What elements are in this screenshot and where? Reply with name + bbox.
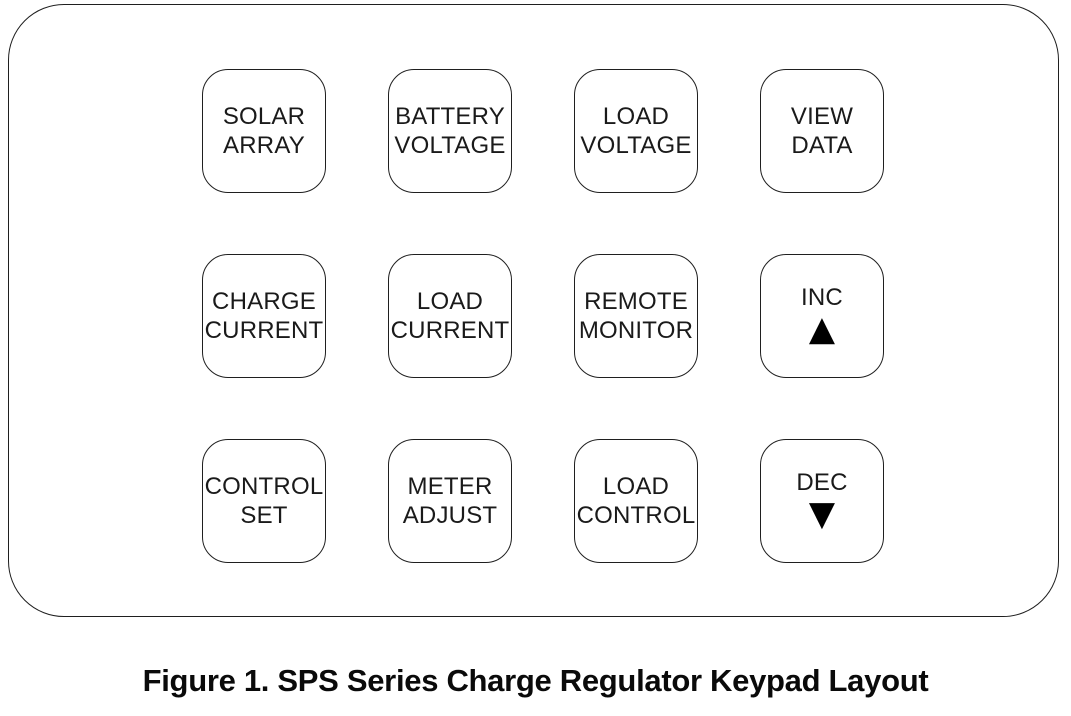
keypad-button-remote-monitor[interactable]: REMOTE MONITOR <box>574 254 698 378</box>
keypad-grid: SOLAR ARRAY BATTERY VOLTAGE LOAD VOLTAGE… <box>202 69 884 563</box>
key-label-line2: MONITOR <box>578 317 694 344</box>
key-label-line1: INC <box>801 284 843 311</box>
key-label-line2: VOLTAGE <box>580 132 692 159</box>
up-arrow-icon: ▲ <box>808 309 836 349</box>
key-label-line2: ARRAY <box>223 132 305 159</box>
key-label-line1: CONTROL <box>204 473 324 500</box>
keypad-button-load-voltage[interactable]: LOAD VOLTAGE <box>574 69 698 193</box>
key-label-line1: LOAD <box>602 103 670 130</box>
keypad-button-view-data[interactable]: VIEW DATA <box>760 69 884 193</box>
key-label-line1: LOAD <box>416 288 484 315</box>
key-label-line1: REMOTE <box>584 288 688 315</box>
key-label-line2: ADJUST <box>402 502 498 529</box>
keypad-button-dec[interactable]: DEC ▼ <box>760 439 884 563</box>
key-label-line1: SOLAR <box>222 103 306 130</box>
key-label-line2: CONTROL <box>576 502 696 529</box>
key-label-line1: LOAD <box>602 473 670 500</box>
figure-caption: Figure 1. SPS Series Charge Regulator Ke… <box>142 663 929 698</box>
keypad-button-solar-array[interactable]: SOLAR ARRAY <box>202 69 326 193</box>
key-label-line2: DATA <box>791 132 853 159</box>
key-label-line2: SET <box>240 502 288 529</box>
key-label-line1: CHARGE <box>212 288 316 315</box>
keypad-panel: SOLAR ARRAY BATTERY VOLTAGE LOAD VOLTAGE… <box>8 4 1059 617</box>
key-label-line1: VIEW <box>790 103 854 130</box>
keypad-button-charge-current[interactable]: CHARGE CURRENT <box>202 254 326 378</box>
keypad-button-meter-adjust[interactable]: METER ADJUST <box>388 439 512 563</box>
key-label-line2: CURRENT <box>204 317 324 344</box>
keypad-button-control-set[interactable]: CONTROL SET <box>202 439 326 563</box>
key-label-line1: METER <box>407 473 493 500</box>
keypad-button-load-control[interactable]: LOAD CONTROL <box>574 439 698 563</box>
key-label-line2: CURRENT <box>390 317 510 344</box>
down-arrow-icon: ▼ <box>808 494 836 534</box>
keypad-button-inc[interactable]: INC ▲ <box>760 254 884 378</box>
keypad-button-battery-voltage[interactable]: BATTERY VOLTAGE <box>388 69 512 193</box>
key-label-line1: BATTERY <box>395 103 505 130</box>
key-label-line2: VOLTAGE <box>394 132 506 159</box>
keypad-button-load-current[interactable]: LOAD CURRENT <box>388 254 512 378</box>
key-label-line1: DEC <box>796 469 848 496</box>
